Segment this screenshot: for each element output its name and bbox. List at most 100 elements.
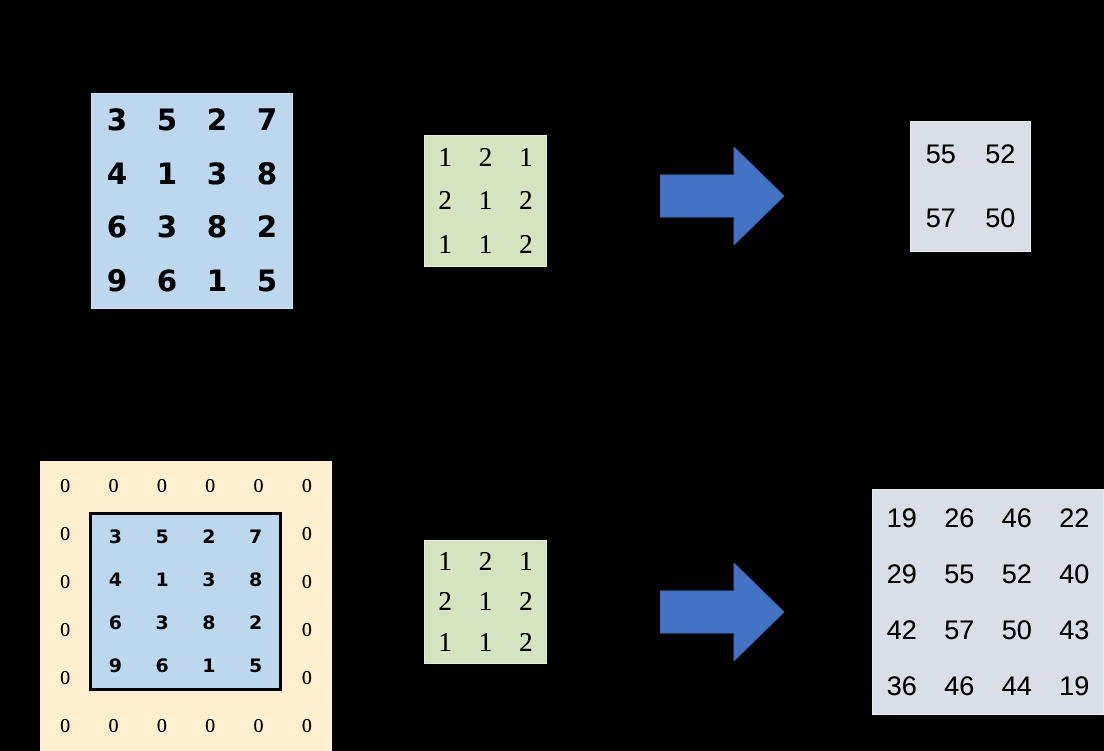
padded-matrix-cell: 0 [301,475,312,497]
input-matrix-cell: 4 [106,156,128,191]
padded-matrix-cell: 0 [301,571,312,593]
padded-matrix-cell: 0 [156,715,167,737]
output-matrix-cell: 55 [925,138,956,169]
padded-inner-matrix-cell: 1 [155,568,169,591]
right-arrow-icon [659,561,785,663]
padded-matrix-cell: 0 [108,715,119,737]
top-output-matrix: 55 52 57 50 [910,121,1031,252]
output-matrix-cell: 40 [1059,558,1090,589]
output-matrix-cell: 43 [1059,614,1090,645]
kernel-matrix-cell: 2 [438,185,452,216]
kernel-matrix-cell: 2 [519,627,533,658]
output-matrix-cell: 52 [1001,558,1032,589]
padded-matrix-cell: 0 [60,667,71,689]
padded-matrix-cell: 0 [253,715,264,737]
output-matrix-cell: 57 [925,203,956,234]
input-matrix-cell: 2 [256,210,278,245]
output-matrix-cell: 29 [886,558,917,589]
input-matrix-cell: 8 [206,210,228,245]
output-matrix-cell: 55 [944,558,975,589]
padded-matrix-cell: 0 [301,715,312,737]
input-matrix-cell: 5 [156,103,178,138]
input-matrix-cell: 2 [206,103,228,138]
kernel-matrix-cell: 1 [438,545,452,576]
padded-matrix-cell: 0 [253,475,264,497]
right-arrow-icon [659,145,785,247]
input-matrix-cell: 6 [106,210,128,245]
output-matrix-cell: 36 [886,670,917,701]
kernel-matrix-cell: 1 [519,142,533,173]
input-matrix-cell: 9 [106,263,128,298]
padded-inner-matrix-cell: 3 [202,568,216,591]
output-matrix-cell: 42 [886,614,917,645]
output-matrix-cell: 46 [944,670,975,701]
kernel-matrix-cell: 2 [478,545,493,576]
kernel-matrix-cell: 2 [519,228,533,259]
input-matrix-cell: 7 [256,103,278,138]
padded-inner-matrix-cell: 6 [155,655,169,678]
padded-matrix-cell: 0 [60,715,71,737]
padded-matrix-cell: 0 [60,523,71,545]
input-matrix-cell: 3 [106,103,128,138]
kernel-matrix-cell: 2 [438,586,452,617]
padded-matrix-cell: 0 [60,571,71,593]
input-matrix-cell: 3 [156,210,178,245]
kernel-matrix-cell: 1 [438,228,452,259]
padded-matrix-cell: 0 [60,619,71,641]
output-matrix-cell: 57 [944,614,975,645]
output-matrix-cell: 50 [1001,614,1032,645]
bottom-right-arrow-icon [659,561,785,663]
padded-matrix-cell: 0 [156,475,167,497]
padded-matrix-cell: 0 [301,667,312,689]
padded-inner-matrix-cell: 4 [108,568,122,591]
output-matrix-cell: 44 [1001,670,1032,701]
kernel-matrix-cell: 1 [478,586,493,617]
kernel-matrix-cell: 1 [438,627,452,658]
padded-inner-matrix-cell: 5 [249,655,263,678]
input-matrix-cell: 8 [256,156,278,191]
output-matrix-cell: 19 [886,502,917,533]
kernel-matrix-cell: 2 [519,586,533,617]
padded-inner-matrix-cell: 3 [108,525,122,548]
output-matrix-cell: 19 [1059,670,1090,701]
padded-matrix-cell: 0 [205,475,216,497]
output-matrix-cell: 52 [985,138,1016,169]
input-matrix-cell: 3 [206,156,228,191]
kernel-matrix-cell: 1 [478,228,493,259]
padded-inner-matrix-cell: 8 [249,568,263,591]
kernel-matrix-cell: 1 [438,142,452,173]
padded-matrix-cell: 0 [205,715,216,737]
padded-matrix-cell: 0 [108,475,119,497]
padded-inner-matrix-cell: 3 [155,612,169,635]
padded-inner-matrix-cell: 5 [155,525,169,548]
kernel-matrix-cell: 1 [478,627,493,658]
kernel-matrix-cell: 1 [478,185,493,216]
padded-inner-matrix-cell: 8 [202,612,216,635]
input-matrix-cell: 1 [156,156,178,191]
padded-inner-matrix-cell: 1 [202,655,216,678]
bottom-output-matrix: 19 26 46 22 29 55 52 40 42 57 50 43 36 46 44 19 [872,489,1104,715]
output-matrix-cell: 46 [1001,502,1032,533]
kernel-matrix-cell: 2 [519,185,533,216]
padded-inner-matrix-cell: 2 [202,525,216,548]
padded-inner-matrix-cell: 6 [108,612,122,635]
padded-matrix-cell: 0 [60,475,71,497]
input-matrix-cell: 5 [256,263,278,298]
output-matrix-cell: 22 [1059,502,1090,533]
padded-inner-matrix-cell: 9 [108,655,122,678]
kernel-matrix-cell: 1 [519,545,533,576]
padded-inner-matrix-cell: 7 [249,525,263,548]
kernel-matrix-cell: 2 [478,142,493,173]
padded-matrix-cell: 0 [301,523,312,545]
output-matrix-cell: 50 [985,203,1016,234]
input-matrix-cell: 6 [156,263,178,298]
input-matrix-cell: 1 [206,263,228,298]
padded-matrix-cell: 0 [301,619,312,641]
output-matrix-cell: 26 [944,502,975,533]
top-right-arrow-icon [659,145,785,247]
